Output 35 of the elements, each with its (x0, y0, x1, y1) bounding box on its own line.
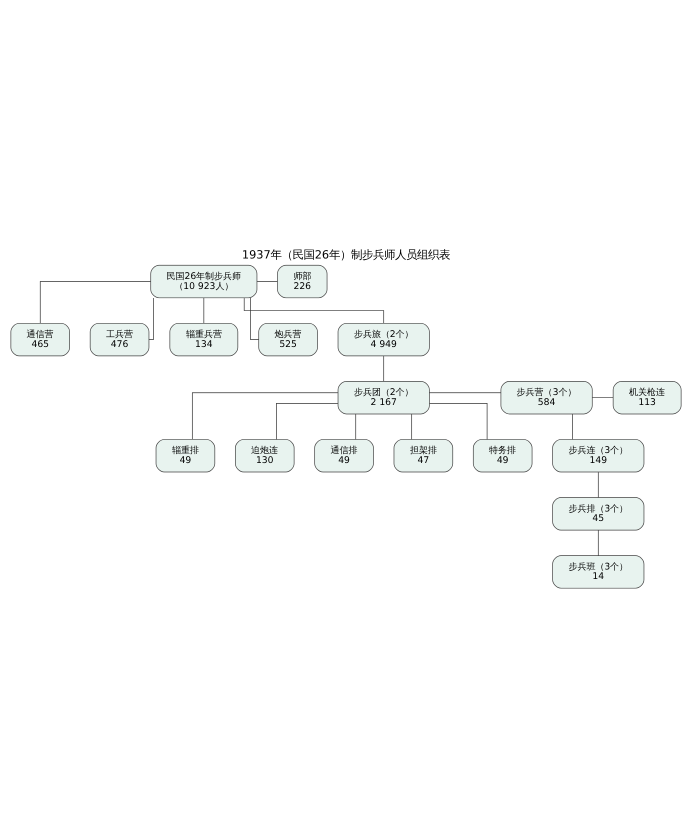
connector (383, 356, 384, 382)
node-box: 步兵连（3个） 149 (552, 439, 644, 472)
node-box: 师部 226 (277, 264, 328, 298)
node-box: 辎重排 49 (156, 439, 216, 472)
node-box: 通信排 49 (314, 439, 374, 472)
connector (256, 281, 278, 282)
connector (429, 392, 502, 394)
node-box: 步兵班（3个） 14 (552, 555, 644, 589)
node-box: 迫炮连 130 (235, 439, 294, 472)
node-box: 步兵旅（2个） 4 949 (338, 322, 430, 356)
connector (598, 472, 599, 498)
connector (572, 414, 573, 440)
node-box: 机关枪连 113 (612, 381, 682, 414)
node-box: 特务排 49 (472, 439, 532, 472)
connector (598, 530, 599, 556)
node-box: 工兵营 476 (90, 322, 150, 356)
node-box: 辎重兵营 134 (170, 322, 238, 356)
connector (276, 402, 338, 440)
node-box: 步兵排（3个） 45 (552, 497, 644, 530)
node-box: 步兵团（2个） 2 167 (338, 381, 430, 414)
connector (411, 414, 412, 440)
connector (192, 392, 338, 440)
connector (250, 298, 259, 340)
node-box: 担架排 47 (394, 439, 454, 472)
connector (429, 402, 488, 440)
connector (203, 298, 204, 324)
connector (40, 281, 151, 324)
connector (592, 397, 614, 398)
node-box: 步兵营（3个） 584 (500, 381, 593, 414)
node-box: 通信营 465 (10, 322, 70, 356)
diagram-title: 1937年（民国26年）制步兵师人员组织表 (242, 248, 450, 262)
node-box: 炮兵营 525 (258, 322, 318, 356)
connector (355, 414, 356, 440)
node-box: 民国26年制步兵师 （10 923人） (150, 264, 258, 298)
connector (148, 298, 154, 340)
